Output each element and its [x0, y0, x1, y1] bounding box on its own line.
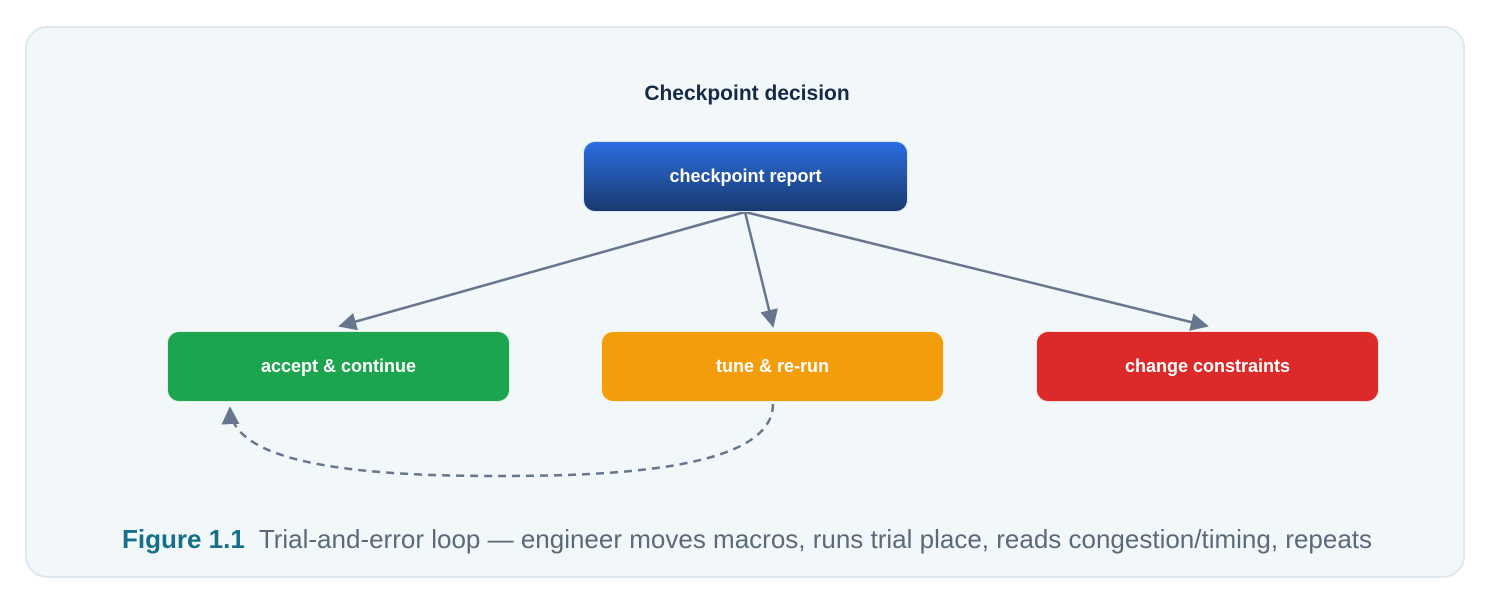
figure-panel: [25, 26, 1465, 578]
diagram-title: Checkpoint decision: [644, 82, 850, 105]
figure-caption: Figure 1.1 Trial-and-error loop — enginee…: [0, 524, 1494, 555]
figure-caption-text: Trial-and-error loop — engineer moves ma…: [258, 524, 1373, 554]
node-change-constraints-label: change constraints: [1124, 356, 1291, 376]
node-accept-continue-label: accept & continue: [260, 356, 417, 376]
figure-label: Figure 1.1: [121, 524, 245, 554]
node-tune-rerun: tune & re-run: [601, 331, 944, 402]
edge-report-to-tune: [743, 211, 778, 328]
node-checkpoint-report: checkpoint report: [583, 141, 908, 212]
edge-report-to-change: [744, 210, 1209, 331]
node-accept-continue: accept & continue: [167, 331, 510, 402]
edge-report-to-accept: [338, 210, 746, 331]
node-tune-rerun-label: tune & re-run: [715, 356, 829, 376]
node-checkpoint-report-label: checkpoint report: [669, 166, 822, 186]
node-change-constraints: change constraints: [1036, 331, 1379, 402]
edge-tune-loop-back-to-accept: [221, 403, 775, 478]
